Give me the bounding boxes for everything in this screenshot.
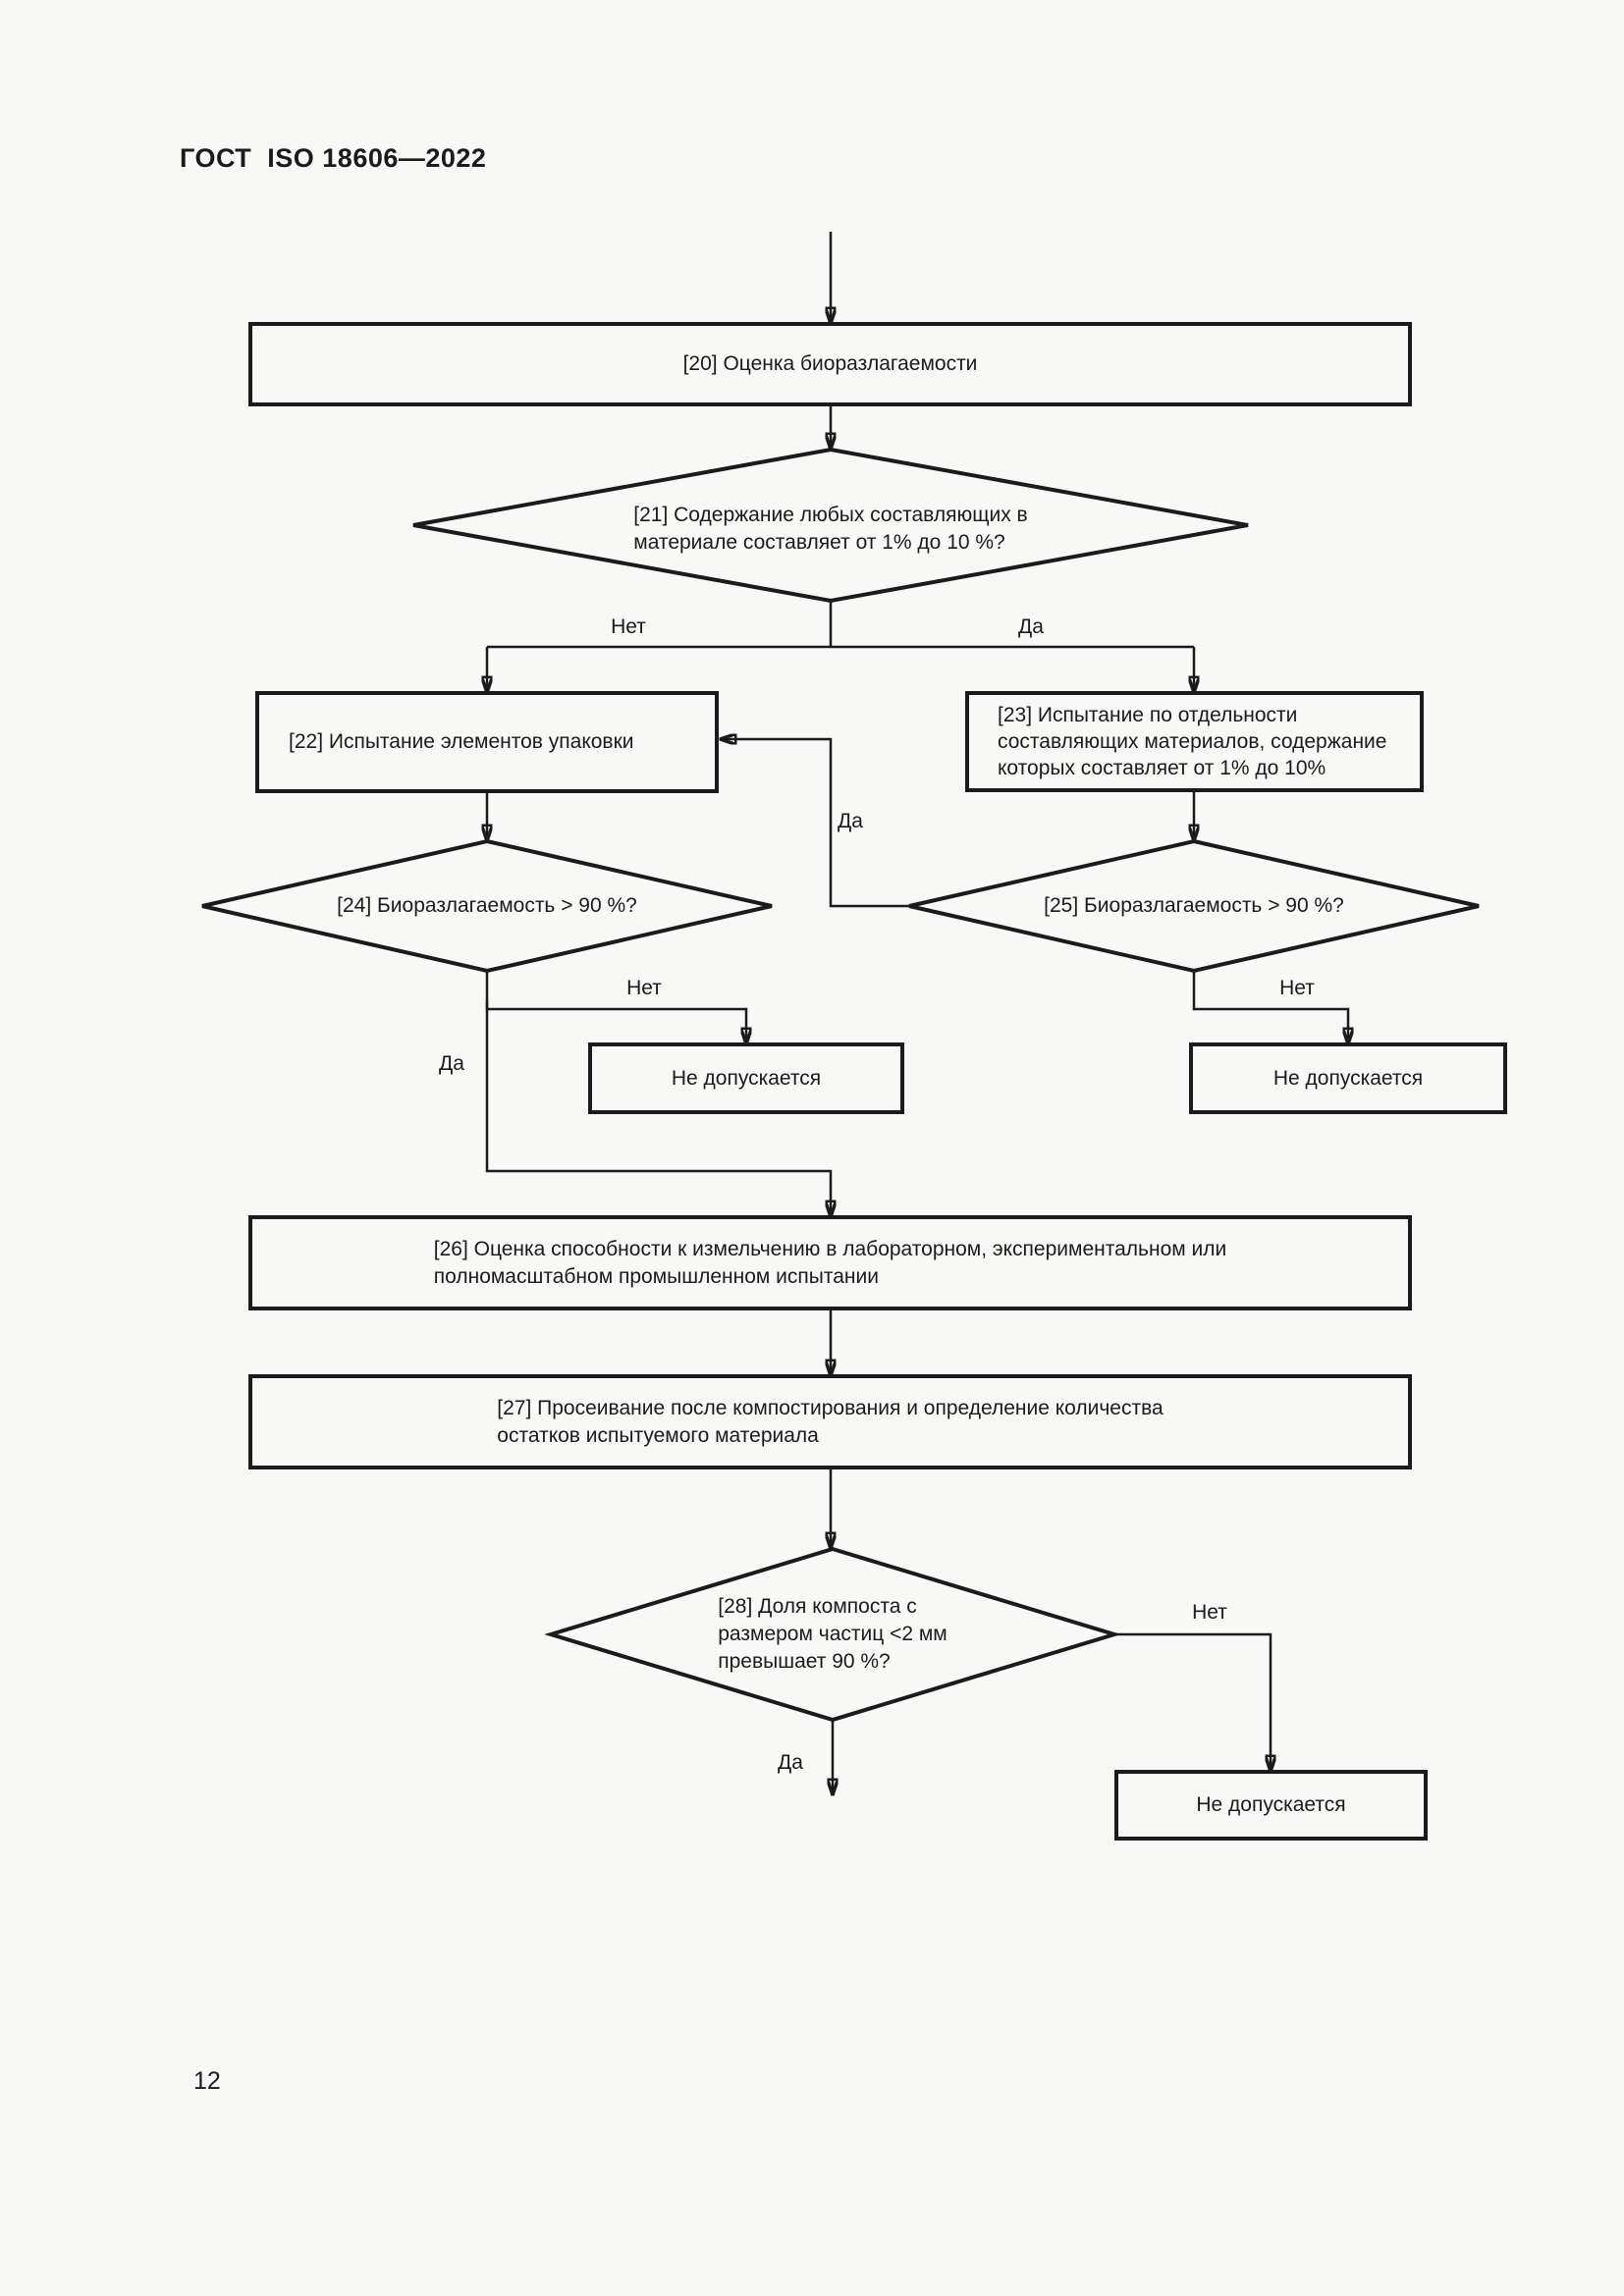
node-26-label-wrap: [26] Оценка способности к измельчению в … — [250, 1217, 1410, 1308]
reject-left-box — [588, 1042, 904, 1114]
node-22-box — [255, 691, 719, 793]
edge-label-yes-28: Да — [778, 1751, 803, 1774]
node-25-diamond — [908, 838, 1480, 974]
edge-label-no-25: Нет — [1279, 977, 1315, 999]
node-21-label: [21] Содержание любых составляющих в мат… — [633, 504, 1028, 554]
edge-label-yes-25: Да — [838, 810, 863, 832]
node-28-label: [28] Доля компоста с размером частиц <2 … — [718, 1595, 947, 1673]
node-24-diamond — [201, 838, 773, 974]
node-23-label: [23] Испытание по отдельности составляющ… — [998, 704, 1387, 779]
edge-28-no-to-reject-bottom — [1114, 1632, 1271, 1769]
edge-24-yes-to-26 — [485, 1001, 831, 1214]
node-21-diamond — [412, 447, 1249, 604]
edge-25-yes-to-22 — [723, 739, 909, 908]
node-23-box — [965, 691, 1424, 792]
node-22-label: [22] Испытание элементов упаковки — [289, 730, 634, 753]
node-26-box — [248, 1215, 1412, 1310]
reject-bottom-box — [1114, 1770, 1428, 1841]
edge-label-no-28: Нет — [1192, 1601, 1227, 1624]
reject-right-box — [1189, 1042, 1507, 1114]
edge-label-yes-24: Да — [439, 1052, 464, 1075]
node-27-label: [27] Просеивание после компостирования и… — [497, 1396, 1164, 1447]
node-20-box — [248, 322, 1412, 406]
reject-left-label: Не допускается — [671, 1066, 822, 1090]
edge-label-yes-21: Да — [1018, 615, 1044, 638]
page-header: ГОСТ ISO 18606—2022 — [180, 143, 487, 173]
node-27-label-wrap: [27] Просеивание после компостирования и… — [250, 1376, 1410, 1468]
reject-right-label: Не допускается — [1272, 1066, 1424, 1090]
node-28-label-wrap: [28] Доля компоста с размером частиц <2 … — [551, 1549, 1114, 1720]
edge-25-no-to-reject-right — [1192, 971, 1348, 1041]
node-27-box — [248, 1374, 1412, 1469]
edge-label-no-24: Нет — [626, 977, 662, 999]
node-20-label: [20] Оценка биоразлагаемости — [682, 352, 978, 375]
node-24-label: [24] Биоразлагаемость > 90 %? — [337, 894, 637, 917]
node-28-diamond — [544, 1546, 1121, 1723]
node-25-label: [25] Биоразлагаемость > 90 %? — [1044, 894, 1344, 917]
node-21-label-wrap: [21] Содержание любых составляющих в мат… — [413, 457, 1248, 601]
edge-24-no-to-reject-left — [485, 971, 746, 1041]
reject-bottom-label: Не допускается — [1196, 1793, 1346, 1816]
page-number: 12 — [193, 2067, 221, 2095]
edge-label-no-21: Нет — [611, 615, 646, 638]
node-26-label: [26] Оценка способности к измельчению в … — [433, 1237, 1227, 1288]
